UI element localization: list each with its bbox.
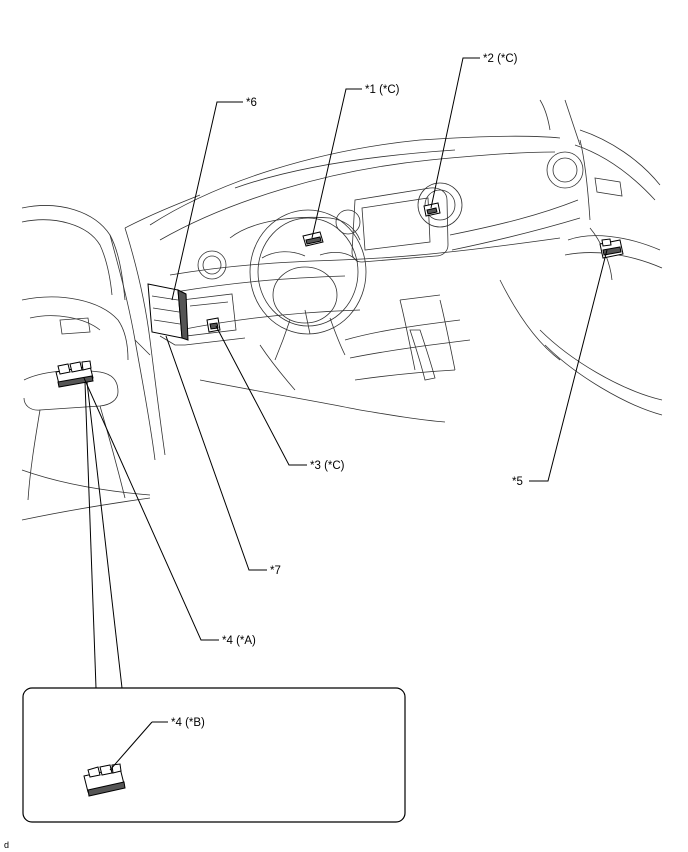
- callout-2: *2 (*C): [483, 53, 518, 65]
- part-6-7-junction-block: [147, 283, 189, 346]
- callout-5: *5: [512, 476, 523, 488]
- leader-lines: [83, 57, 608, 773]
- callout-4b: *4 (*B): [171, 717, 205, 729]
- part-2-center-switch: [423, 202, 441, 217]
- interior-line-art: [21, 99, 663, 521]
- inset-box: [22, 687, 406, 823]
- callout-4a: *4 (*A): [222, 635, 256, 647]
- inset-part-4b: [83, 721, 168, 797]
- callout-1: *1 (*C): [365, 84, 400, 96]
- callout-3: *3 (*C): [310, 460, 345, 472]
- part-5-right-door-switch: [599, 238, 624, 259]
- part-1-steering-switch: [302, 231, 324, 247]
- callout-7: *7: [270, 565, 281, 577]
- callout-6: *6: [246, 97, 257, 109]
- image-code: d: [4, 840, 9, 850]
